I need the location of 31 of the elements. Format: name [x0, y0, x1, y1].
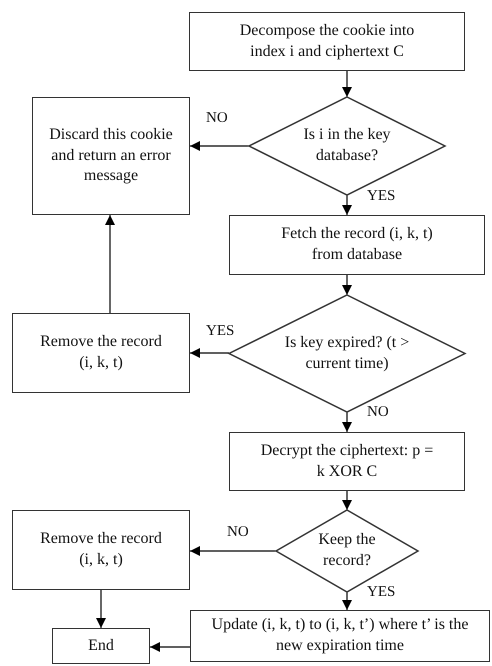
- arrow: [190, 348, 229, 358]
- node-text: Keep the record?: [317, 530, 377, 571]
- process-box: [189, 12, 465, 71]
- arrow: [190, 546, 276, 556]
- arrow: [190, 141, 249, 151]
- arrow: [342, 412, 352, 432]
- node-text: Update (i, k, t) to (i, k, t’) where t’ is the new expiration time: [210, 615, 470, 656]
- process-box: [32, 97, 190, 215]
- process-box: [229, 432, 465, 491]
- node-text: Is i in the key database?: [302, 125, 392, 166]
- process-box: [52, 628, 150, 664]
- arrow: [342, 491, 352, 510]
- process-box: [12, 313, 190, 393]
- node-text: End: [87, 636, 115, 656]
- arrow: [342, 195, 352, 215]
- process-box: [12, 510, 190, 590]
- node-text: Decompose the cookie into index i and ciphertext C: [238, 20, 416, 62]
- arrow: [105, 215, 115, 313]
- node-text: Remove the record (i, k, t): [39, 332, 163, 373]
- arrow: [96, 590, 106, 628]
- node-text: Fetch the record (i, k, t) from database: [280, 224, 434, 265]
- arrow: [342, 592, 352, 610]
- node-text: Remove the record (i, k, t): [39, 529, 163, 570]
- arrow: [342, 71, 352, 97]
- process-box: [190, 610, 490, 662]
- node-text: Discard this cookie and return an error message: [48, 124, 174, 186]
- node-text: Decrypt the ciphertext: p = k XOR C: [260, 440, 434, 482]
- process-box: [229, 215, 485, 275]
- node-text: Is key expired? (t > current time): [284, 332, 410, 374]
- arrow: [150, 642, 190, 652]
- arrow: [342, 275, 352, 295]
